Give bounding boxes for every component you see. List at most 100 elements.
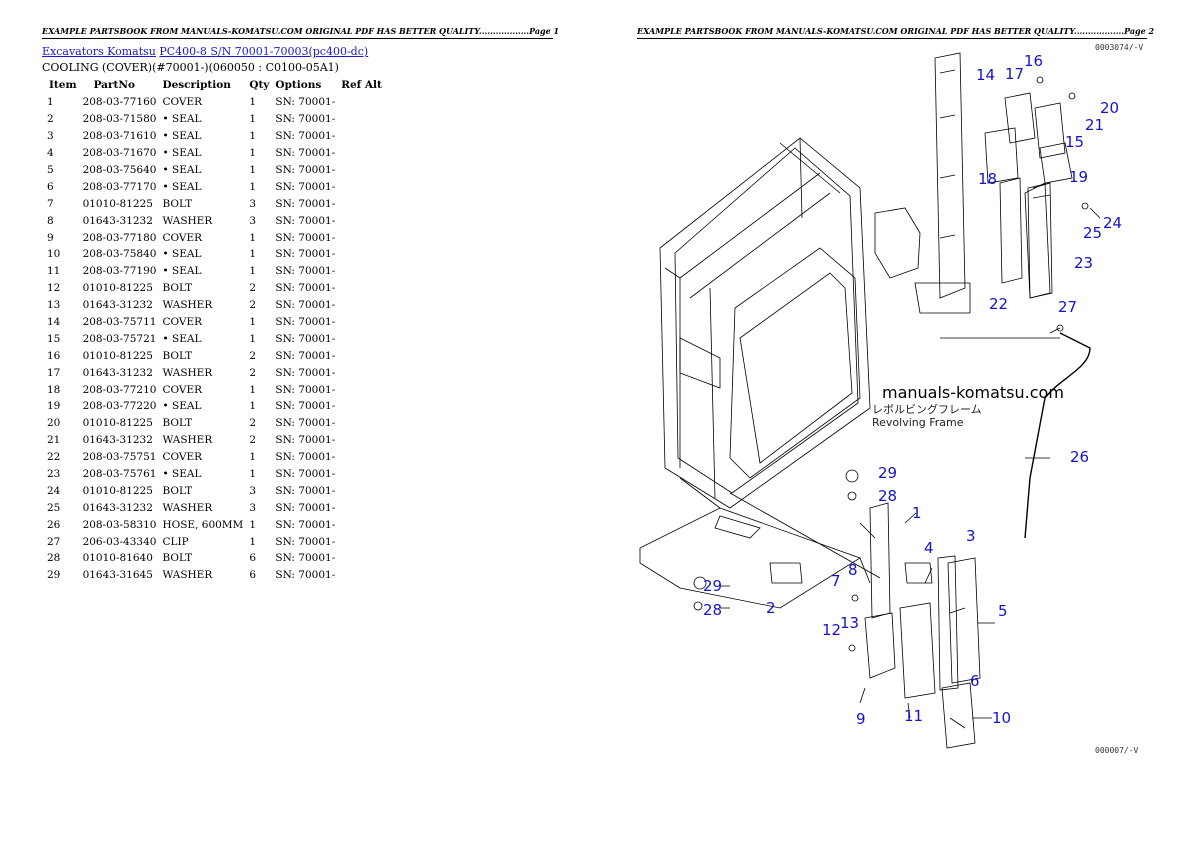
cell-item-number: 4	[47, 147, 54, 160]
cell-quantity: 1	[249, 113, 256, 126]
cell-ref-alt	[338, 449, 385, 466]
breadcrumb-link-model[interactable]: PC400-8 S/N 70001-70003(pc400-dc)	[159, 45, 369, 58]
cell-options: SN: 70001-	[275, 535, 336, 548]
callout-number: 16	[1024, 52, 1043, 70]
cell-item-number: 2	[47, 113, 54, 126]
callout-number: 28	[703, 601, 722, 619]
cell-options: SN: 70001-	[275, 332, 336, 345]
cell-description: • SEAL	[162, 113, 202, 126]
callout-number: 11	[904, 707, 923, 725]
cell-part-number: 208-03-77180	[82, 231, 157, 244]
cell-ref-alt	[338, 415, 385, 432]
cell-description: CLIP	[162, 535, 189, 548]
cell-description: • SEAL	[162, 180, 202, 193]
cell-part-number: 208-03-75640	[82, 164, 157, 176]
cell-part-number: 208-03-75711	[82, 316, 157, 329]
cell-part-number: 01010-81225	[82, 417, 153, 430]
cell-ref-alt	[338, 162, 385, 179]
cell-ref-alt	[338, 381, 385, 398]
cell-item-number: 24	[47, 484, 61, 497]
cell-quantity: 1	[249, 265, 256, 278]
cell-part-number: 208-03-77220	[82, 400, 157, 413]
cell-ref-alt	[338, 145, 385, 162]
table-header-row: Item PartNo Description Qty Options Ref …	[44, 76, 385, 94]
cell-ref-alt	[338, 212, 385, 229]
cell-item-number: 14	[47, 316, 61, 329]
cell-item-number: 26	[47, 518, 61, 531]
callout-number: 12	[822, 621, 841, 639]
section-subtitle: COOLING (COVER)(#70001-)(060050 : C0100-…	[42, 61, 339, 74]
cell-options: SN: 70001-	[275, 265, 336, 278]
frame-label-english: Revolving Frame	[872, 416, 964, 429]
cell-description: WASHER	[162, 501, 213, 514]
cell-part-number: 208-03-77160	[82, 96, 157, 109]
callout-number: 6	[970, 672, 980, 690]
cell-description: WASHER	[162, 299, 213, 312]
cell-options: SN: 70001-	[275, 231, 336, 244]
cell-item-number: 21	[47, 434, 61, 447]
cell-item-number: 18	[47, 383, 61, 396]
parts-table: Item PartNo Description Qty Options Ref …	[44, 76, 385, 584]
cell-description: • SEAL	[162, 332, 202, 345]
cell-quantity: 1	[249, 535, 256, 548]
parts-diagram: manuals-komatsu.com レボルビングフレーム Revolving…	[639, 43, 1143, 755]
cell-item-number: 20	[47, 417, 61, 430]
cell-options: SN: 70001-	[275, 417, 336, 430]
cell-part-number: 01010-81225	[82, 197, 153, 210]
cell-description: • SEAL	[162, 248, 202, 261]
cell-part-number: 206-03-43340	[82, 535, 157, 548]
cell-quantity: 2	[249, 299, 256, 312]
cell-options: SN: 70001-	[275, 130, 336, 143]
breadcrumb-link-excavators[interactable]: Excavators Komatsu	[42, 45, 156, 58]
callout-number: 20	[1100, 99, 1119, 117]
cell-quantity: 1	[249, 332, 256, 345]
cell-part-number: 208-03-71580	[82, 113, 157, 126]
cell-ref-alt	[338, 128, 385, 145]
cell-description: BOLT	[162, 349, 193, 362]
cell-quantity: 1	[249, 451, 256, 464]
cell-options: SN: 70001-	[275, 434, 336, 447]
cell-ref-alt	[338, 195, 385, 212]
column-header-description: Description	[162, 79, 231, 91]
cell-options: SN: 70001-	[275, 518, 336, 531]
frame-label-japanese: レボルビングフレーム	[872, 402, 982, 416]
cell-options: SN: 70001-	[275, 180, 336, 193]
cell-options: SN: 70001-	[275, 197, 336, 210]
column-header-options: Options	[275, 79, 322, 91]
cell-part-number: 01010-81225	[82, 484, 153, 497]
column-header-partno: PartNo	[93, 79, 135, 91]
cell-part-number: 208-03-77170	[82, 180, 157, 193]
callout-number: 17	[1005, 65, 1024, 83]
cell-ref-alt	[338, 347, 385, 364]
callout-number: 3	[966, 527, 976, 545]
cell-description: BOLT	[162, 417, 193, 430]
cell-item-number: 22	[47, 451, 61, 464]
cell-quantity: 1	[249, 147, 256, 160]
cell-item-number: 1	[47, 96, 54, 109]
diagram-linework	[639, 52, 1101, 749]
cell-options: SN: 70001-	[275, 96, 336, 109]
cell-quantity: 1	[249, 180, 256, 193]
cell-options: SN: 70001-	[275, 484, 336, 497]
callout-number: 25	[1083, 224, 1102, 242]
cell-ref-alt	[338, 280, 385, 297]
callout-number: 18	[978, 170, 997, 188]
cell-description: COVER	[162, 383, 203, 396]
callout-number: 9	[856, 710, 866, 728]
cell-description: COVER	[162, 451, 203, 464]
drawing-code-bottom: 000007/-V	[1095, 746, 1139, 755]
drawing-code-top: 0003074/-V	[1095, 43, 1143, 52]
callout-number: 13	[840, 614, 859, 632]
